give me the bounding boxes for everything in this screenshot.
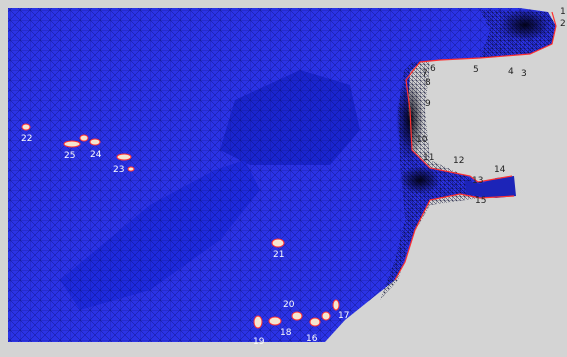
label-point-13: 13 bbox=[472, 176, 483, 186]
label-point-20: 20 bbox=[283, 300, 295, 310]
label-point-1: 1 bbox=[560, 7, 566, 17]
label-point-3: 3 bbox=[521, 69, 527, 79]
label-point-17: 17 bbox=[338, 311, 349, 321]
label-point-18: 18 bbox=[280, 328, 292, 338]
label-point-16: 16 bbox=[306, 334, 318, 344]
label-point-10: 10 bbox=[416, 135, 428, 145]
label-point-5: 5 bbox=[473, 65, 479, 75]
label-point-8: 8 bbox=[425, 78, 431, 88]
label-point-9: 9 bbox=[425, 99, 431, 109]
label-point-14: 14 bbox=[494, 165, 506, 175]
island-group-central bbox=[271, 238, 285, 248]
label-point-7: 7 bbox=[422, 69, 428, 79]
mesh-overlay bbox=[8, 8, 556, 342]
label-point-21: 21 bbox=[273, 250, 284, 260]
dense-mesh-zone-north bbox=[499, 9, 551, 41]
label-point-25: 25 bbox=[64, 151, 75, 161]
label-point-6: 6 bbox=[430, 64, 436, 74]
coastline bbox=[394, 11, 557, 281]
label-point-22: 22 bbox=[21, 134, 32, 144]
label-point-12: 12 bbox=[453, 156, 464, 166]
label-point-11: 11 bbox=[423, 153, 434, 163]
label-point-4: 4 bbox=[508, 67, 514, 77]
strait-inlet bbox=[465, 176, 516, 198]
label-point-23: 23 bbox=[113, 165, 124, 175]
label-point-24: 24 bbox=[90, 150, 102, 160]
label-point-19: 19 bbox=[253, 337, 265, 347]
island-group-west bbox=[21, 123, 135, 172]
label-point-15: 15 bbox=[475, 196, 486, 206]
dense-mesh-zone-gulf bbox=[400, 166, 440, 194]
label-point-2: 2 bbox=[560, 19, 566, 29]
island-group-south bbox=[253, 299, 340, 329]
